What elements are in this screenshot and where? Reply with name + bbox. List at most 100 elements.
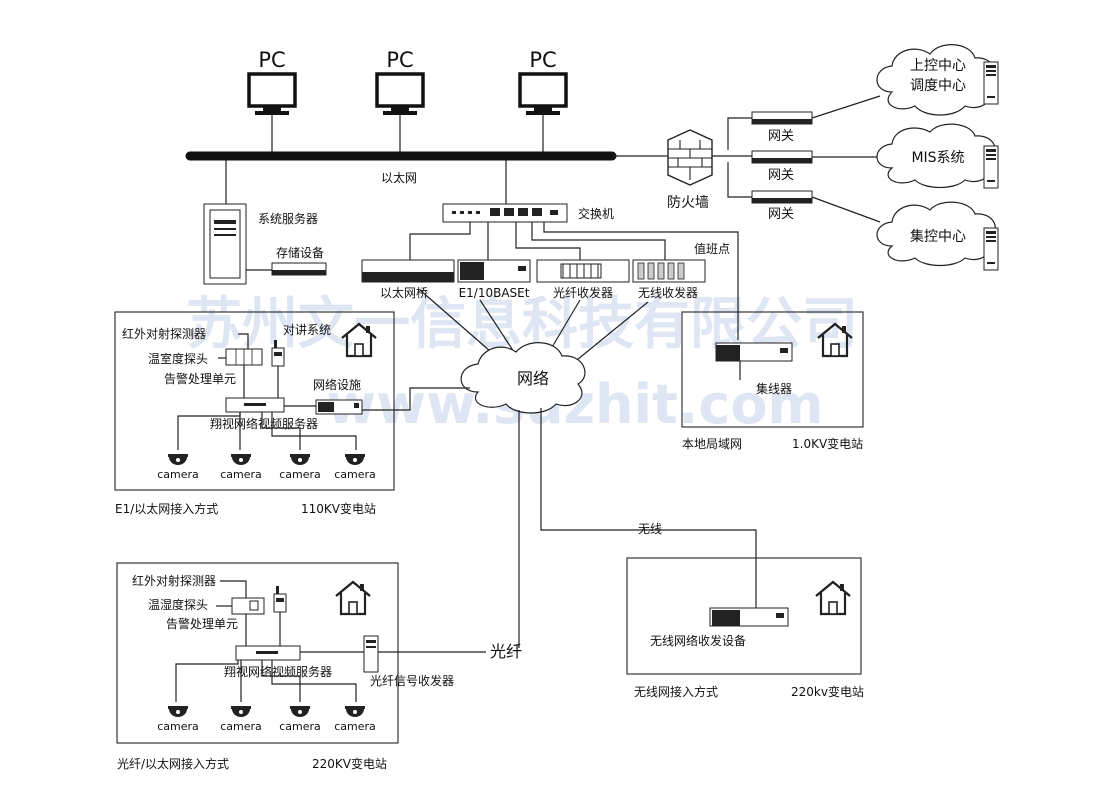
e1-label: E1/10BASEt: [459, 286, 530, 300]
camera-label: camera: [220, 468, 262, 481]
gateway-label: 网关: [768, 168, 794, 183]
wireless-transceiver-label: 无线收发器: [638, 285, 698, 300]
gateway-label: 网关: [768, 129, 794, 144]
gateway-icon: [751, 150, 813, 164]
camera-label: camera: [334, 720, 376, 733]
cloud-line1: MIS系统: [911, 150, 964, 166]
video-server-label: 翔视网络视频服务器: [224, 664, 332, 679]
server-tower-icon: [983, 61, 999, 105]
switch-label: 交换机: [578, 206, 614, 221]
alarm-unit-label: 告警处理单元: [164, 371, 236, 386]
station-110kv-name: 110KV变电站: [301, 501, 376, 516]
monitor-icon: [518, 72, 568, 117]
cloud-icon: [876, 201, 996, 267]
camera-label: camera: [157, 720, 199, 733]
wireless-transceiver: 无线收发器: [632, 259, 706, 300]
temp-probe-label: 温湿度探头: [148, 597, 208, 612]
camera-1: camera: [157, 454, 199, 481]
network-label: 网络: [517, 369, 549, 388]
cloud-dispatch-center: 上控中心 调度中心: [876, 44, 999, 116]
wireless-device-label: 无线网络收发设备: [650, 633, 746, 648]
alarm-unit-label: 告警处理单元: [166, 616, 238, 631]
intercom-label: 对讲系统: [283, 322, 331, 337]
cloud-icon: [460, 342, 586, 414]
hub: 集线器: [715, 342, 793, 396]
pc-2: PC: [375, 48, 425, 155]
gateway-label: 网关: [768, 207, 794, 222]
gateway-icon: [751, 190, 813, 204]
gateway-3: 网关: [751, 190, 813, 222]
duty-point-label: 值班点: [694, 241, 730, 256]
ethernet-label: 以太网: [381, 170, 417, 185]
camera-icon: [231, 454, 251, 465]
pc-3: PC: [518, 48, 568, 155]
camera-icon: [290, 454, 310, 465]
storage-label: 存储设备: [276, 245, 324, 260]
access-mode-fiber: 光纤/以太网接入方式: [117, 756, 229, 771]
pc-label: PC: [386, 48, 413, 72]
temp-probe-label: 温室度探头: [148, 351, 208, 366]
infrared-label: 红外对射探测器: [122, 326, 206, 341]
camera-label: camera: [279, 468, 321, 481]
camera-label: camera: [220, 720, 262, 733]
hub-label: 集线器: [756, 381, 792, 396]
camera-label: camera: [334, 468, 376, 481]
system-server-label: 系统服务器: [258, 211, 318, 226]
house-icon: [334, 580, 372, 616]
camera-2: camera: [220, 454, 262, 481]
storage-device: 存储设备: [271, 245, 327, 276]
camera-icon: [231, 706, 251, 717]
e1-converter: E1/10BASEt: [457, 259, 531, 300]
station-220kv-wireless-name: 220kv变电站: [791, 684, 864, 699]
switch: 交换机: [442, 203, 614, 223]
ethernet-bridge-label: 以太网桥: [380, 285, 428, 300]
cloud-control-center: 集控中心: [876, 201, 999, 271]
infrared-label: 红外对射探测器: [132, 573, 216, 588]
camera-4: camera: [334, 454, 376, 481]
camera-icon: [345, 706, 365, 717]
pc-1: PC: [247, 48, 297, 155]
camera-icon: [290, 706, 310, 717]
camera-1: camera: [157, 706, 199, 733]
fiber-transceiver-label: 光纤收发器: [553, 285, 613, 300]
gateway-2: 网关: [751, 150, 813, 183]
wireless-net-device: 无线网络收发设备: [650, 607, 789, 648]
ethernet-bridge: 以太网桥: [361, 259, 455, 300]
cloud-line1: 上控中心: [910, 58, 966, 74]
station-220kv-fiber-box: [116, 562, 399, 744]
access-mode-110kv: E1/以太网接入方式: [115, 501, 218, 516]
access-mode-wireless: 无线网接入方式: [634, 684, 718, 699]
fiber-label: 光纤: [490, 642, 522, 661]
camera-icon: [168, 454, 188, 465]
fiber-signal-transceiver: 光纤信号收发器: [363, 635, 454, 688]
network-cloud: 网络: [460, 342, 586, 414]
station-1kv-box: [681, 311, 864, 428]
walkie-talkie-icon: [271, 347, 285, 367]
fiber-transceiver: 光纤收发器: [536, 259, 630, 300]
camera-3: camera: [279, 706, 321, 733]
station-220kv-fiber-name: 220KV变电站: [312, 756, 387, 771]
video-server-220kv: 翔视网络视频服务器: [224, 645, 332, 679]
intercom-device: [273, 586, 287, 613]
camera-2: camera: [220, 706, 262, 733]
house-icon: [814, 580, 852, 616]
gateway-1: 网关: [751, 111, 813, 144]
net-facility-label: 网络设施: [313, 377, 361, 392]
server-tower-icon: [983, 227, 999, 271]
cloud-line2: 调度中心: [910, 78, 966, 94]
server-tower-icon: [983, 145, 999, 189]
monitor-icon: [375, 72, 425, 117]
cloud-icon: [876, 123, 996, 189]
detector-icon: [231, 597, 265, 615]
camera-label: camera: [279, 720, 321, 733]
pc-label: PC: [258, 48, 285, 72]
firewall: 防火墙: [667, 129, 713, 211]
intercom-device: [271, 340, 285, 367]
cloud-mis: MIS系统: [876, 123, 999, 189]
system-server: 系统服务器: [203, 203, 318, 285]
walkie-talkie-icon: [273, 593, 287, 613]
video-server-110kv: 翔视网络视频服务器: [210, 397, 318, 431]
camera-3: camera: [279, 454, 321, 481]
camera-4: camera: [334, 706, 376, 733]
